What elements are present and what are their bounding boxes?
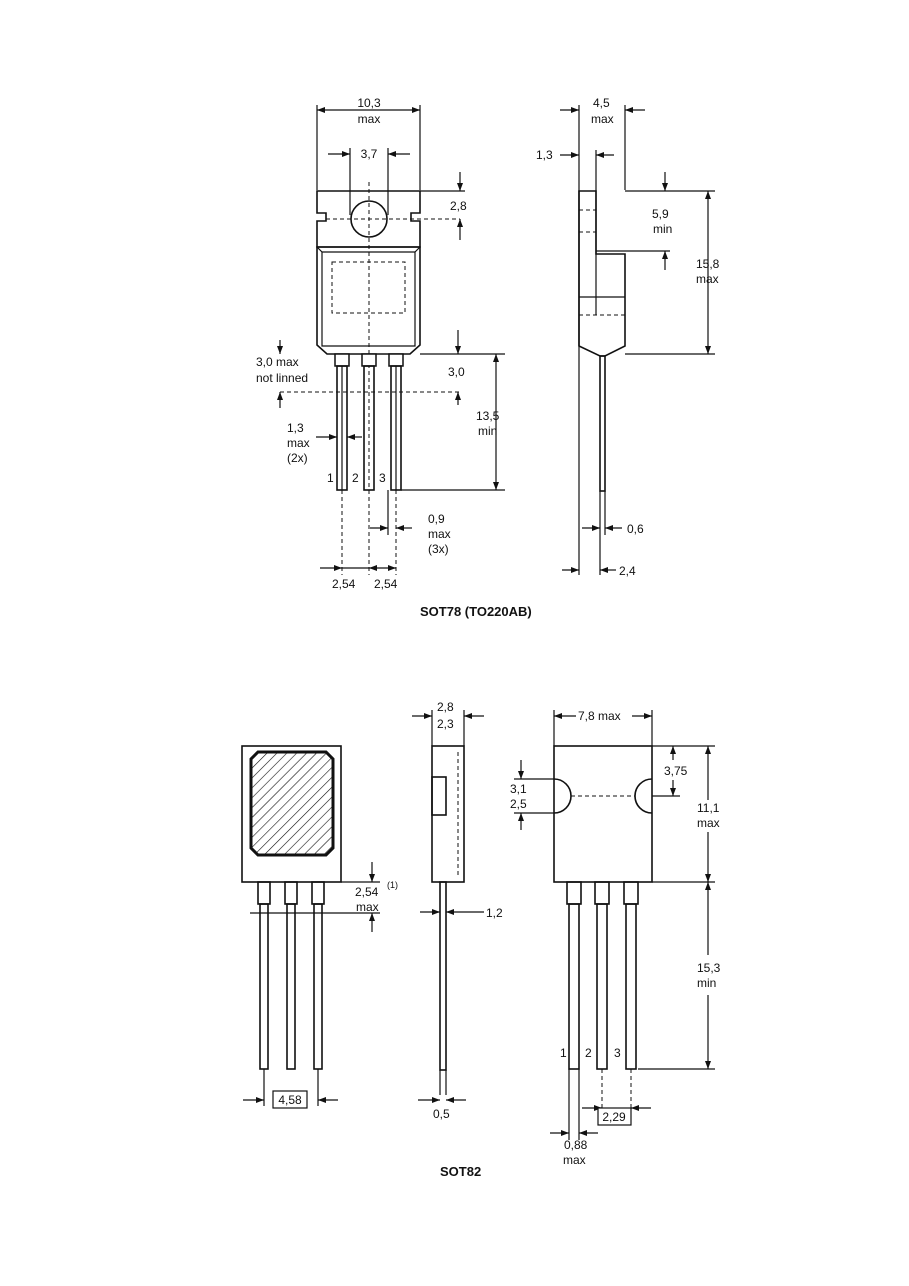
dim-hole-max: 3,1 [510, 782, 527, 796]
sot78-side-view: 4,5 max 1,3 5,9 min 15,8 max [536, 96, 720, 578]
dim-front-body-height-sub: max [697, 816, 720, 830]
dim-hole-min: 2,5 [510, 797, 527, 811]
dim-lead-thickness-sub: max [428, 527, 451, 541]
dim-standoff: 2,54 [355, 885, 379, 899]
dim-pitch-total: 4,58 [278, 1093, 302, 1107]
dim-body-height-sub: max [696, 272, 719, 286]
dim-front-lead-width: 0,88 [564, 1138, 588, 1152]
dim-hole-pos: 3,75 [664, 764, 688, 778]
dim-lead-width: 1,3 [287, 421, 304, 435]
dim-pitch-b: 2,54 [374, 577, 398, 591]
dim-hole-offset: 2,8 [450, 199, 467, 213]
dim-seat: 3,0 [448, 365, 465, 379]
sot78-front-view: 10,3 max 3,7 2,8 [256, 96, 532, 619]
dim-front-pitch: 2,29 [602, 1110, 626, 1124]
dim-lead-thickness-count: (3x) [428, 542, 449, 556]
dim-width: 10,3 [357, 96, 381, 110]
dim-lead-width-sub: max [287, 436, 310, 450]
dim-side-thickness-max: 2,8 [437, 700, 454, 714]
front-pin-1-label: 1 [560, 1046, 567, 1060]
dim-lead-width-count: (2x) [287, 451, 308, 465]
dim-side-lead-offset: 1,2 [486, 906, 503, 920]
dim-tab-height: 5,9 [652, 207, 669, 221]
dim-standoff-sub: max [356, 900, 379, 914]
dim-front-lead-width-sub: max [563, 1153, 586, 1167]
dim-side-tab: 1,3 [536, 148, 553, 162]
dim-side-thickness-sub: max [591, 112, 614, 126]
pin-3-label: 3 [379, 471, 386, 485]
sot82-back-view: 2,54 (1) max 4,58 [241, 745, 398, 1109]
dim-side-offset: 2,4 [619, 564, 636, 578]
sot82-front-view: 7,8 max 3,1 2,5 3,75 11,1 max [510, 709, 721, 1167]
dim-standoff-note: (1) [387, 880, 398, 890]
dim-body-height: 15,8 [696, 257, 720, 271]
pin-1-label: 1 [327, 471, 334, 485]
dim-width-sub: max [358, 112, 381, 126]
dim-front-width: 7,8 max [578, 709, 621, 723]
dim-tab-height-sub: min [653, 222, 672, 236]
dim-pitch-a: 2,54 [332, 577, 356, 591]
dim-hole: 3,7 [361, 147, 378, 161]
dim-front-body-height: 11,1 [697, 801, 720, 815]
dim-front-lead-length: 15,3 [697, 961, 721, 975]
sot82-side-view: 2,8 2,3 1,2 0,5 SOT82 [412, 700, 503, 1179]
dim-side-lead: 0,5 [433, 1107, 450, 1121]
pin-2-label: 2 [352, 471, 359, 485]
dim-front-lead-length-sub: min [697, 976, 716, 990]
front-pin-3-label: 3 [614, 1046, 621, 1060]
dim-side-thickness-min: 2,3 [437, 717, 454, 731]
front-pin-2-label: 2 [585, 1046, 592, 1060]
dim-lead-length: 13,5 [476, 409, 500, 423]
dim-lead-length-sub: min [478, 424, 497, 438]
sot78-caption: SOT78 (TO220AB) [420, 604, 532, 619]
dim-side-thickness: 4,5 [593, 96, 610, 110]
dim-seat-max-sub: not linned [256, 371, 308, 385]
sot82-caption: SOT82 [440, 1164, 481, 1179]
dim-seat-max: 3,0 max [256, 355, 299, 369]
dim-lead-thickness: 0,9 [428, 512, 445, 526]
dim-side-lead: 0,6 [627, 522, 644, 536]
